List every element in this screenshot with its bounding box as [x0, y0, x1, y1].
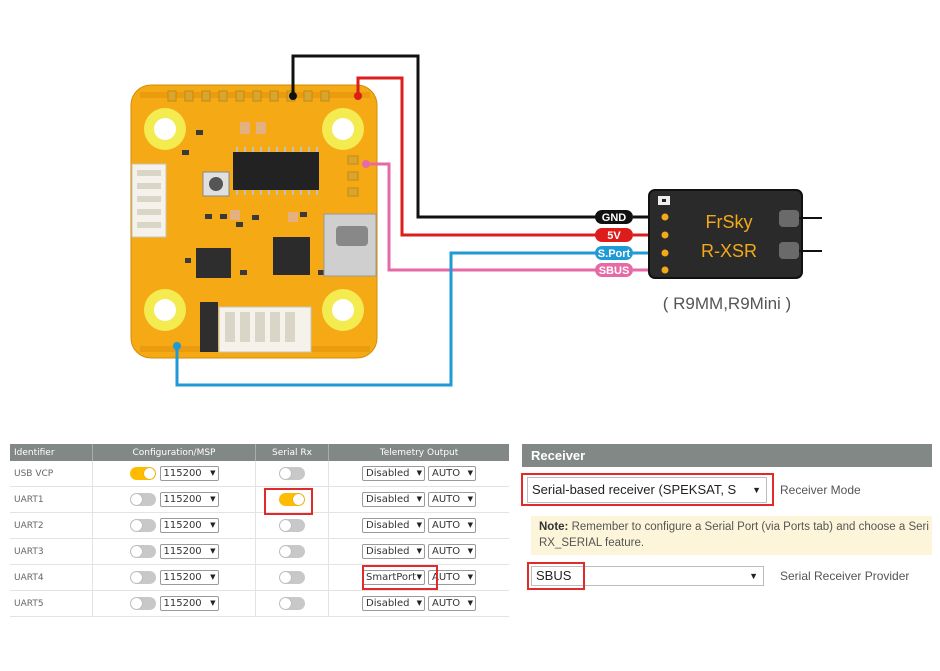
5v-wire: [356, 76, 597, 237]
serial-provider-label: Serial Receiver Provider: [780, 569, 910, 583]
wire-label-sport: S.Port: [595, 246, 633, 260]
msp-toggle[interactable]: [129, 467, 156, 480]
baud-select[interactable]: 115200▼: [159, 466, 219, 481]
chevron-down-icon: ▼: [210, 469, 216, 477]
receiver-mode-select[interactable]: Serial-based receiver (SPEKSAT, S ▼: [527, 477, 767, 503]
chevron-down-icon: ▼: [210, 495, 216, 503]
sbus-wire: [366, 162, 597, 272]
chevron-down-icon: ▼: [416, 599, 422, 607]
msp-toggle[interactable]: [129, 493, 156, 506]
telemetry-select[interactable]: Disabled▼: [362, 596, 425, 611]
col-serial-rx: Serial Rx: [255, 444, 329, 461]
chevron-down-icon: ▼: [749, 571, 758, 581]
table-row: UART2 115200▼ Disabled▼AUTO▼: [10, 512, 509, 539]
telemetry-baud-select[interactable]: AUTO▼: [428, 466, 476, 481]
mount-holes: [144, 108, 364, 331]
chevron-down-icon: ▼: [467, 573, 473, 581]
serial-rx-toggle[interactable]: [279, 519, 305, 532]
table-row: UART5 115200▼ Disabled▼AUTO▼: [10, 590, 509, 617]
chevron-down-icon: ▼: [467, 495, 473, 503]
receiver-mode-label: Receiver Mode: [780, 483, 861, 497]
chevron-down-icon: ▼: [416, 495, 422, 503]
col-identifier: Identifier: [10, 444, 93, 461]
receiver-note: Note: Remember to configure a Serial Por…: [531, 516, 932, 555]
wire-label-gnd: GND: [595, 210, 633, 224]
port-identifier: UART1: [10, 486, 93, 513]
table-row: USB VCP 115200▼ Disabled▼AUTO▼: [10, 461, 509, 487]
wire-label-sbus: SBUS: [595, 263, 633, 277]
chevron-down-icon: ▼: [416, 521, 422, 529]
chevron-down-icon: ▼: [210, 547, 216, 555]
antenna-connectors: [779, 210, 822, 259]
telemetry-baud-select[interactable]: AUTO▼: [428, 596, 476, 611]
port-identifier: UART2: [10, 512, 93, 539]
wire-label-5v: 5V: [595, 228, 633, 242]
serial-rx-toggle[interactable]: [279, 545, 305, 558]
serial-rx-toggle[interactable]: [279, 467, 305, 480]
gnd-wire: [291, 54, 597, 219]
port-identifier: UART3: [10, 538, 93, 565]
sport-wire: [175, 251, 597, 387]
table-row: UART4 115200▼ SmartPort▼AUTO▼: [10, 564, 509, 591]
receiver-module: FrSky R-XSR: [648, 189, 822, 279]
table-row: UART1 115200▼ Disabled▼AUTO▼: [10, 486, 509, 513]
svg-text:S.Port: S.Port: [598, 248, 631, 260]
receiver-model: R-XSR: [701, 241, 757, 261]
chevron-down-icon: ▼: [416, 547, 422, 555]
solder-points: [173, 92, 370, 350]
telemetry-select[interactable]: Disabled▼: [362, 518, 425, 533]
telemetry-baud-select[interactable]: AUTO▼: [428, 492, 476, 507]
baud-select[interactable]: 115200▼: [159, 518, 219, 533]
telemetry-baud-select[interactable]: AUTO▼: [428, 570, 476, 585]
receiver-panel: Receiver Serial-based receiver (SPEKSAT,…: [522, 444, 932, 598]
chevron-down-icon: ▼: [467, 547, 473, 555]
telemetry-baud-select[interactable]: AUTO▼: [428, 544, 476, 559]
chevron-down-icon: ▼: [467, 521, 473, 529]
chevron-down-icon: ▼: [752, 485, 761, 495]
msp-toggle[interactable]: [129, 597, 156, 610]
serial-rx-toggle[interactable]: [279, 493, 305, 506]
wiring-diagram: GND 5V S.Port SBUS FrSky R-XSR (: [130, 54, 822, 387]
serial-rx-toggle[interactable]: [279, 571, 305, 584]
svg-text:SBUS: SBUS: [599, 265, 630, 277]
telemetry-baud-select[interactable]: AUTO▼: [428, 518, 476, 533]
telemetry-select[interactable]: Disabled▼: [362, 466, 425, 481]
msp-toggle[interactable]: [129, 519, 156, 532]
chevron-down-icon: ▼: [416, 469, 422, 477]
telemetry-select[interactable]: Disabled▼: [362, 492, 425, 507]
chevron-down-icon: ▼: [210, 521, 216, 529]
wires: [175, 54, 597, 387]
serial-rx-toggle[interactable]: [279, 597, 305, 610]
chevron-down-icon: ▼: [467, 469, 473, 477]
svg-text:GND: GND: [602, 212, 627, 224]
receiver-brand: FrSky: [706, 212, 753, 232]
chevron-down-icon: ▼: [467, 599, 473, 607]
serial-provider-select[interactable]: SBUS ▼: [531, 566, 764, 586]
port-identifier: USB VCP: [10, 461, 93, 487]
col-telemetry-output: Telemetry Output: [328, 444, 509, 461]
ports-table: Identifier Configuration/MSP Serial Rx T…: [10, 444, 509, 617]
msp-toggle[interactable]: [129, 545, 156, 558]
col-configuration-msp: Configuration/MSP: [92, 444, 256, 461]
baud-select[interactable]: 115200▼: [159, 570, 219, 585]
svg-text:5V: 5V: [607, 230, 621, 242]
port-identifier: UART5: [10, 590, 93, 617]
table-row: UART3 115200▼ Disabled▼AUTO▼: [10, 538, 509, 565]
telemetry-select[interactable]: SmartPort▼: [362, 570, 425, 585]
flight-controller-board: [130, 84, 378, 359]
baud-select[interactable]: 115200▼: [159, 596, 219, 611]
chevron-down-icon: ▼: [210, 573, 216, 581]
telemetry-select[interactable]: Disabled▼: [362, 544, 425, 559]
receiver-panel-title: Receiver: [522, 444, 932, 467]
baud-select[interactable]: 115200▼: [159, 492, 219, 507]
compatible-models-caption: ( R9MM,R9Mini ): [663, 294, 791, 313]
msp-toggle[interactable]: [129, 571, 156, 584]
baud-select[interactable]: 115200▼: [159, 544, 219, 559]
port-identifier: UART4: [10, 564, 93, 591]
chevron-down-icon: ▼: [416, 573, 422, 581]
chevron-down-icon: ▼: [210, 599, 216, 607]
